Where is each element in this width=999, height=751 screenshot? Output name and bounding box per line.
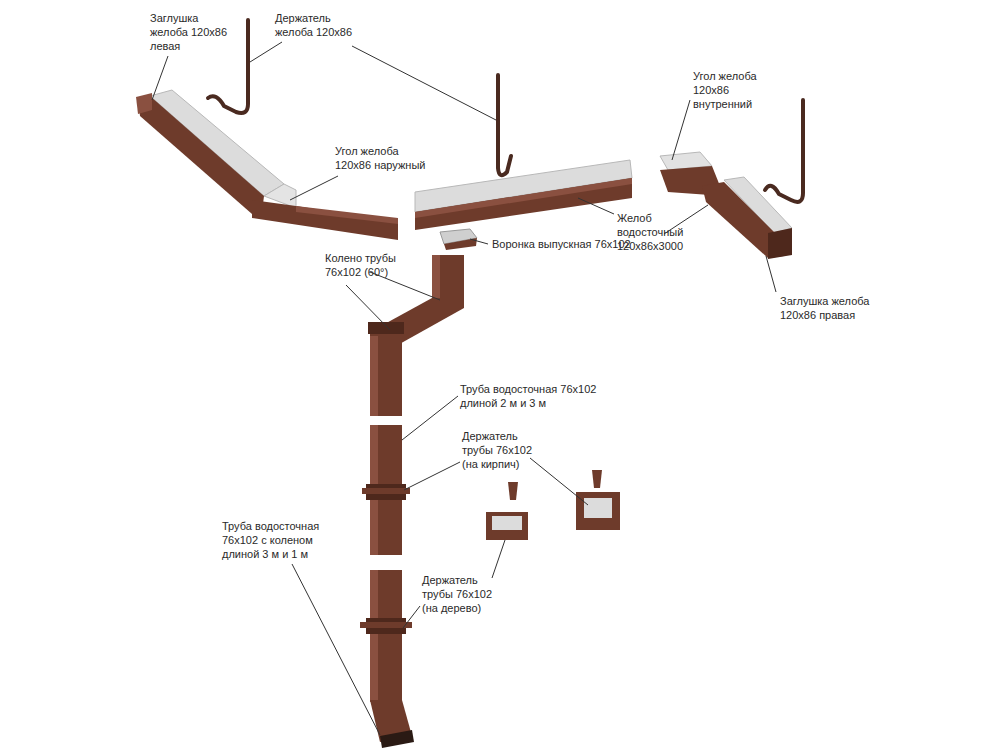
part-label: Угол желоба 120x86 наружный <box>335 145 435 173</box>
part-label: Труба водосточная 76x102 длиной 2 м и 3 … <box>460 383 615 411</box>
part-label: Колено трубы 76x102 (60°) <box>325 252 405 280</box>
part-label: Заглушка желоба 120x86 левая <box>150 12 230 53</box>
part-label: Заглушка желоба 120x86 правая <box>780 295 905 323</box>
pipe-elbow <box>368 255 464 416</box>
part-label: Держатель желоба 120x86 <box>275 12 365 40</box>
pipe-with-elbow <box>360 570 414 748</box>
main-gutter <box>415 160 632 230</box>
outer-corner <box>252 184 398 240</box>
pipe-section <box>362 425 410 555</box>
part-label: Держатель трубы 76x102 (на кирпич) <box>462 430 544 471</box>
pipe-brackets <box>486 470 620 540</box>
gutter-hooks <box>208 20 803 202</box>
part-label: Труба водосточная 76x102 с коленом длино… <box>222 520 334 561</box>
leader-lines <box>152 42 776 735</box>
left-gutter <box>136 90 284 214</box>
part-label: Держатель трубы 76x102 (на дерево) <box>422 574 504 615</box>
part-label: Воронка выпускная 76x102 <box>492 238 672 252</box>
part-label: Угол желоба 120x86 внутренний <box>693 70 765 111</box>
